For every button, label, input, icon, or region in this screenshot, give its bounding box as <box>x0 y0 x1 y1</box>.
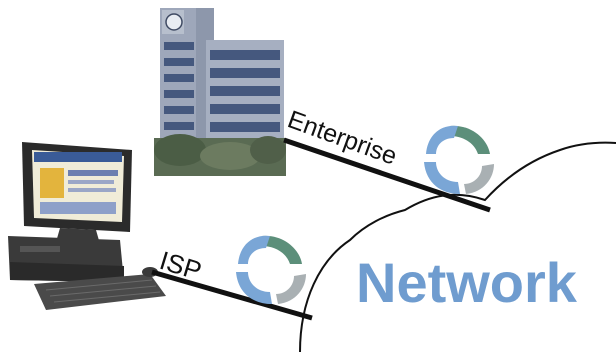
office-building-icon <box>154 6 286 176</box>
network-cloud <box>299 141 616 352</box>
isp-link-line <box>151 269 313 321</box>
isp-label: ISP <box>156 245 205 286</box>
router-swirl-icon <box>424 125 494 194</box>
desktop-computer-icon <box>8 142 166 310</box>
enterprise-link-line <box>283 137 491 213</box>
router-swirl-icon <box>236 235 306 304</box>
network-label: Network <box>356 251 578 314</box>
